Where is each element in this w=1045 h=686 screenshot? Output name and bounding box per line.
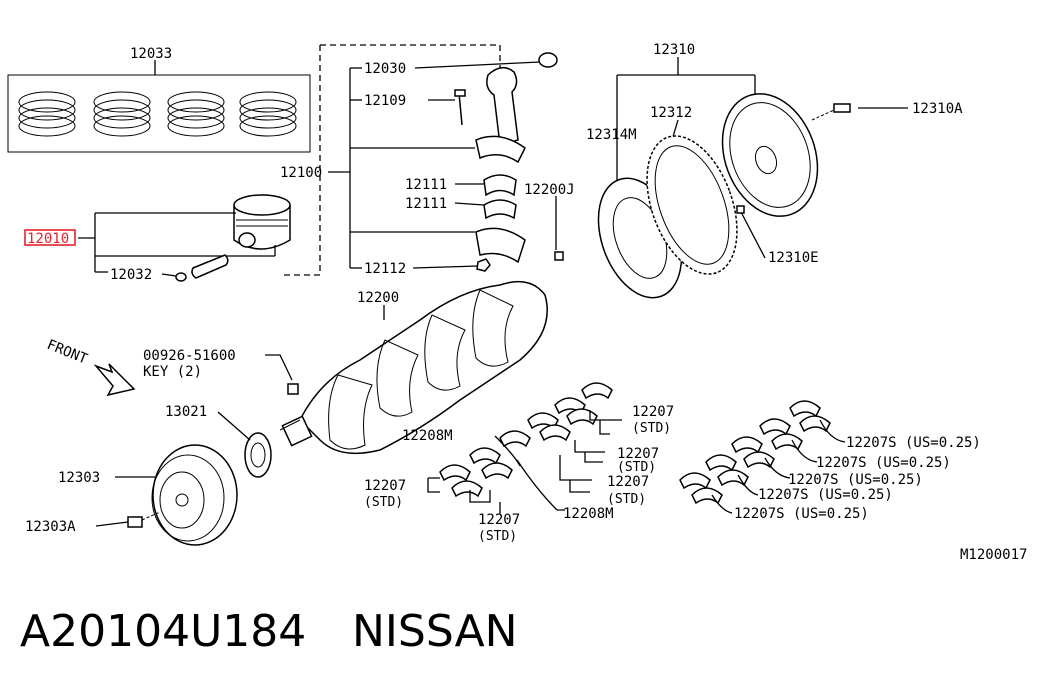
label-12207-b: 12207 — [617, 446, 659, 462]
crankshaft — [265, 196, 564, 455]
label-12032: 12032 — [110, 267, 152, 283]
label-12207-b-std: (STD) — [617, 460, 656, 475]
crank-pulley — [95, 444, 238, 546]
callout-labels: 12033 12030 12109 12100 12111 12111 1211… — [24, 42, 1027, 563]
label-12207-a-std: (STD) — [632, 421, 671, 436]
label-12207s-3: 12207S (US=0.25) — [788, 472, 923, 488]
label-12112: 12112 — [364, 261, 406, 277]
main-bearing-leaders — [427, 410, 622, 514]
label-12111-lower: 12111 — [405, 196, 447, 212]
crank-sprocket — [217, 411, 272, 478]
label-key-part: 00926-51600 — [143, 348, 236, 364]
label-12207-d-std: (STD) — [364, 495, 403, 510]
label-key-desc: KEY (2) — [143, 364, 202, 380]
piston-ring-set — [7, 60, 311, 153]
label-12010-highlighted: 12010 — [27, 231, 69, 247]
piston-pin-and-clip — [95, 254, 229, 282]
label-12310: 12310 — [653, 42, 695, 58]
label-12207s-2: 12207S (US=0.25) — [816, 455, 951, 471]
part-number-caption: A20104U184 — [20, 606, 306, 657]
front-direction-arrow: FRONT — [45, 337, 136, 397]
label-12310a: 12310A — [912, 101, 963, 117]
front-label: FRONT — [45, 337, 91, 368]
label-12208m-lower: 12208M — [563, 506, 614, 522]
label-12200: 12200 — [357, 290, 399, 306]
label-12303: 12303 — [58, 470, 100, 486]
label-12207-c: 12207 — [607, 474, 649, 490]
connecting-rod-assembly — [282, 44, 558, 276]
label-12200j: 12200J — [524, 182, 575, 198]
label-12208m-upper: 12208M — [402, 428, 453, 444]
label-12033: 12033 — [130, 46, 172, 62]
label-12100: 12100 — [280, 165, 322, 181]
label-12314m: 12314M — [586, 127, 637, 143]
label-12207s-1: 12207S (US=0.25) — [846, 435, 981, 451]
flywheel-assembly — [597, 57, 908, 299]
label-12310e: 12310E — [768, 250, 819, 266]
label-12207-c-std: (STD) — [607, 492, 646, 507]
label-12030: 12030 — [364, 61, 406, 77]
label-13021: 13021 — [165, 404, 207, 420]
label-12207s-5: 12207S (US=0.25) — [734, 506, 869, 522]
label-12207-a: 12207 — [632, 404, 674, 420]
highlight-box — [24, 229, 76, 246]
main-bearings-undersize — [679, 400, 831, 505]
label-12207-d: 12207 — [364, 478, 406, 494]
label-12207s-4: 12207S (US=0.25) — [758, 487, 893, 503]
main-bearings-std — [439, 382, 613, 498]
label-12111-upper: 12111 — [405, 177, 447, 193]
label-12207-e-std: (STD) — [478, 529, 517, 544]
undersize-bearing-leaders — [711, 419, 846, 514]
brand-caption: NISSAN — [352, 606, 518, 657]
diagram-reference-code: M1200017 — [960, 547, 1027, 563]
label-12303a: 12303A — [25, 519, 76, 535]
label-12109: 12109 — [364, 93, 406, 109]
label-12312: 12312 — [650, 105, 692, 121]
label-12207-e: 12207 — [478, 512, 520, 528]
piston — [78, 194, 291, 272]
